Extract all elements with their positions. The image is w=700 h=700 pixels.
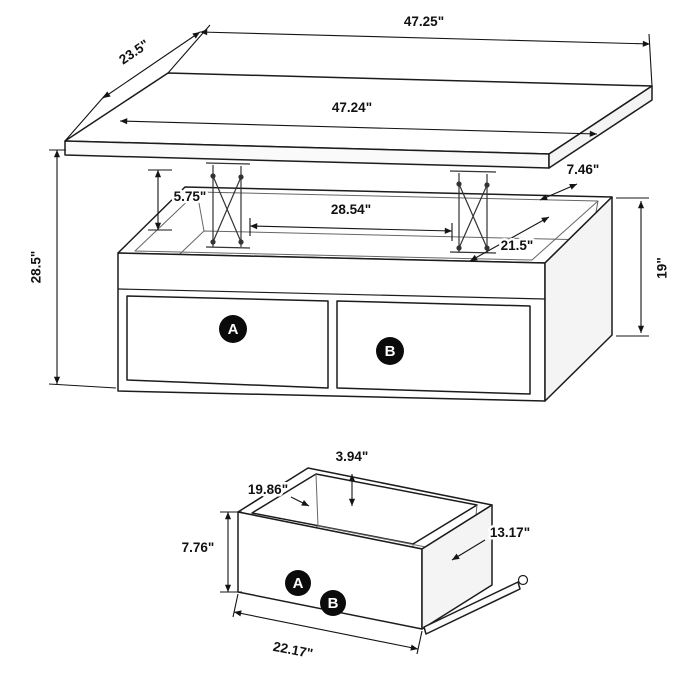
lift-right-joint	[484, 182, 490, 188]
dim-back-height-label: 3.94"	[336, 449, 369, 464]
dim-front-width-line	[233, 610, 419, 651]
badge-a-circle	[285, 570, 311, 596]
body-front-divider	[117, 288, 546, 300]
badge-a-label: A	[228, 321, 239, 338]
lift-left-joint	[238, 239, 244, 245]
lift-left-joint	[210, 239, 216, 245]
dim-back-height: 3.94"	[333, 447, 371, 506]
table-top	[64, 72, 653, 169]
lift-left-joint	[238, 174, 244, 180]
drawer-detail-view: A B 3.94" 19.86" 13.17" 7.76"	[179, 447, 533, 664]
dim-inner-length-leader	[290, 496, 310, 507]
rail-wheel-icon	[517, 574, 529, 586]
dim-front-width-label: 22.17"	[272, 639, 314, 661]
dim-lift-gap-right: 7.46"	[539, 160, 602, 201]
dim-drawer-inner-depth-label: 13.17"	[490, 525, 530, 540]
dim-inner-length: 19.86"	[245, 480, 310, 507]
dim-overall-height-label: 28.5"	[29, 251, 44, 284]
badge-a-circle	[219, 315, 247, 343]
dim-top-width: 47.24"	[119, 98, 598, 137]
lift-left-joint	[210, 173, 216, 179]
dim-overall-height-ticks	[48, 149, 117, 389]
drawer-slide-rail	[423, 581, 521, 635]
dim-lift-gap-right-label: 7.46"	[567, 162, 600, 177]
badge-b-label: B	[328, 595, 339, 612]
table-top-right-edge	[548, 85, 653, 169]
badge-b-circle	[320, 590, 346, 616]
lift-mechanism-left	[205, 162, 251, 249]
dim-drawer-inner-depth: 13.17"	[451, 523, 533, 561]
dim-front-height: 7.76"	[179, 511, 242, 593]
badge-a-main: A	[219, 315, 247, 343]
dim-inner-depth-line	[469, 216, 550, 262]
dim-top-width-line	[119, 118, 598, 137]
dim-front-height-label: 7.76"	[182, 540, 215, 555]
dim-lift-gap-right-line	[539, 183, 578, 201]
dim-overall-height: 28.5"	[26, 149, 117, 389]
body-right-face	[544, 196, 613, 402]
dim-top-depth-line	[102, 31, 201, 99]
badge-a-drawer: A	[285, 570, 311, 596]
dim-top-depth-label: 23.5"	[116, 37, 151, 68]
dim-base-height-ticks	[616, 197, 649, 337]
dim-base-height-label: 19"	[655, 257, 670, 278]
dim-lift-gap-left-label: 5.75"	[174, 189, 207, 204]
badge-a-label: A	[293, 575, 304, 592]
dim-lift-gap-left: 5.75"	[148, 169, 209, 231]
lift-left-frame	[205, 162, 251, 249]
dim-top-width-label: 47.24"	[332, 100, 372, 115]
dim-inner-width-line	[249, 223, 453, 234]
dim-overall-width-label: 47.25"	[404, 14, 444, 29]
lift-right-joint	[456, 245, 462, 251]
main-table-view: A B 47.25" 23.5" 47.24" 5.75"	[26, 12, 672, 402]
drawer-right-face	[421, 504, 493, 630]
dim-inner-width-label: 28.54"	[331, 202, 371, 217]
badge-b-label: B	[385, 343, 396, 360]
dim-base-height: 19"	[616, 197, 672, 337]
dim-overall-width-line	[199, 29, 651, 47]
dim-inner-depth: 21.5"	[469, 216, 550, 262]
lift-right-joint	[484, 245, 490, 251]
drawer-a-front	[126, 295, 329, 389]
dim-inner-depth-label: 21.5"	[501, 238, 534, 253]
dim-drawer-inner-depth-leader	[451, 539, 486, 561]
badge-b-main: B	[376, 337, 404, 365]
dim-inner-width: 28.54"	[249, 200, 453, 241]
badge-b-circle	[376, 337, 404, 365]
dim-inner-length-label: 19.86"	[248, 482, 288, 497]
lift-right-joint	[456, 181, 462, 187]
dim-top-depth-ext	[64, 92, 108, 142]
drawer-b-front	[336, 300, 531, 395]
badge-b-drawer: B	[320, 590, 346, 616]
